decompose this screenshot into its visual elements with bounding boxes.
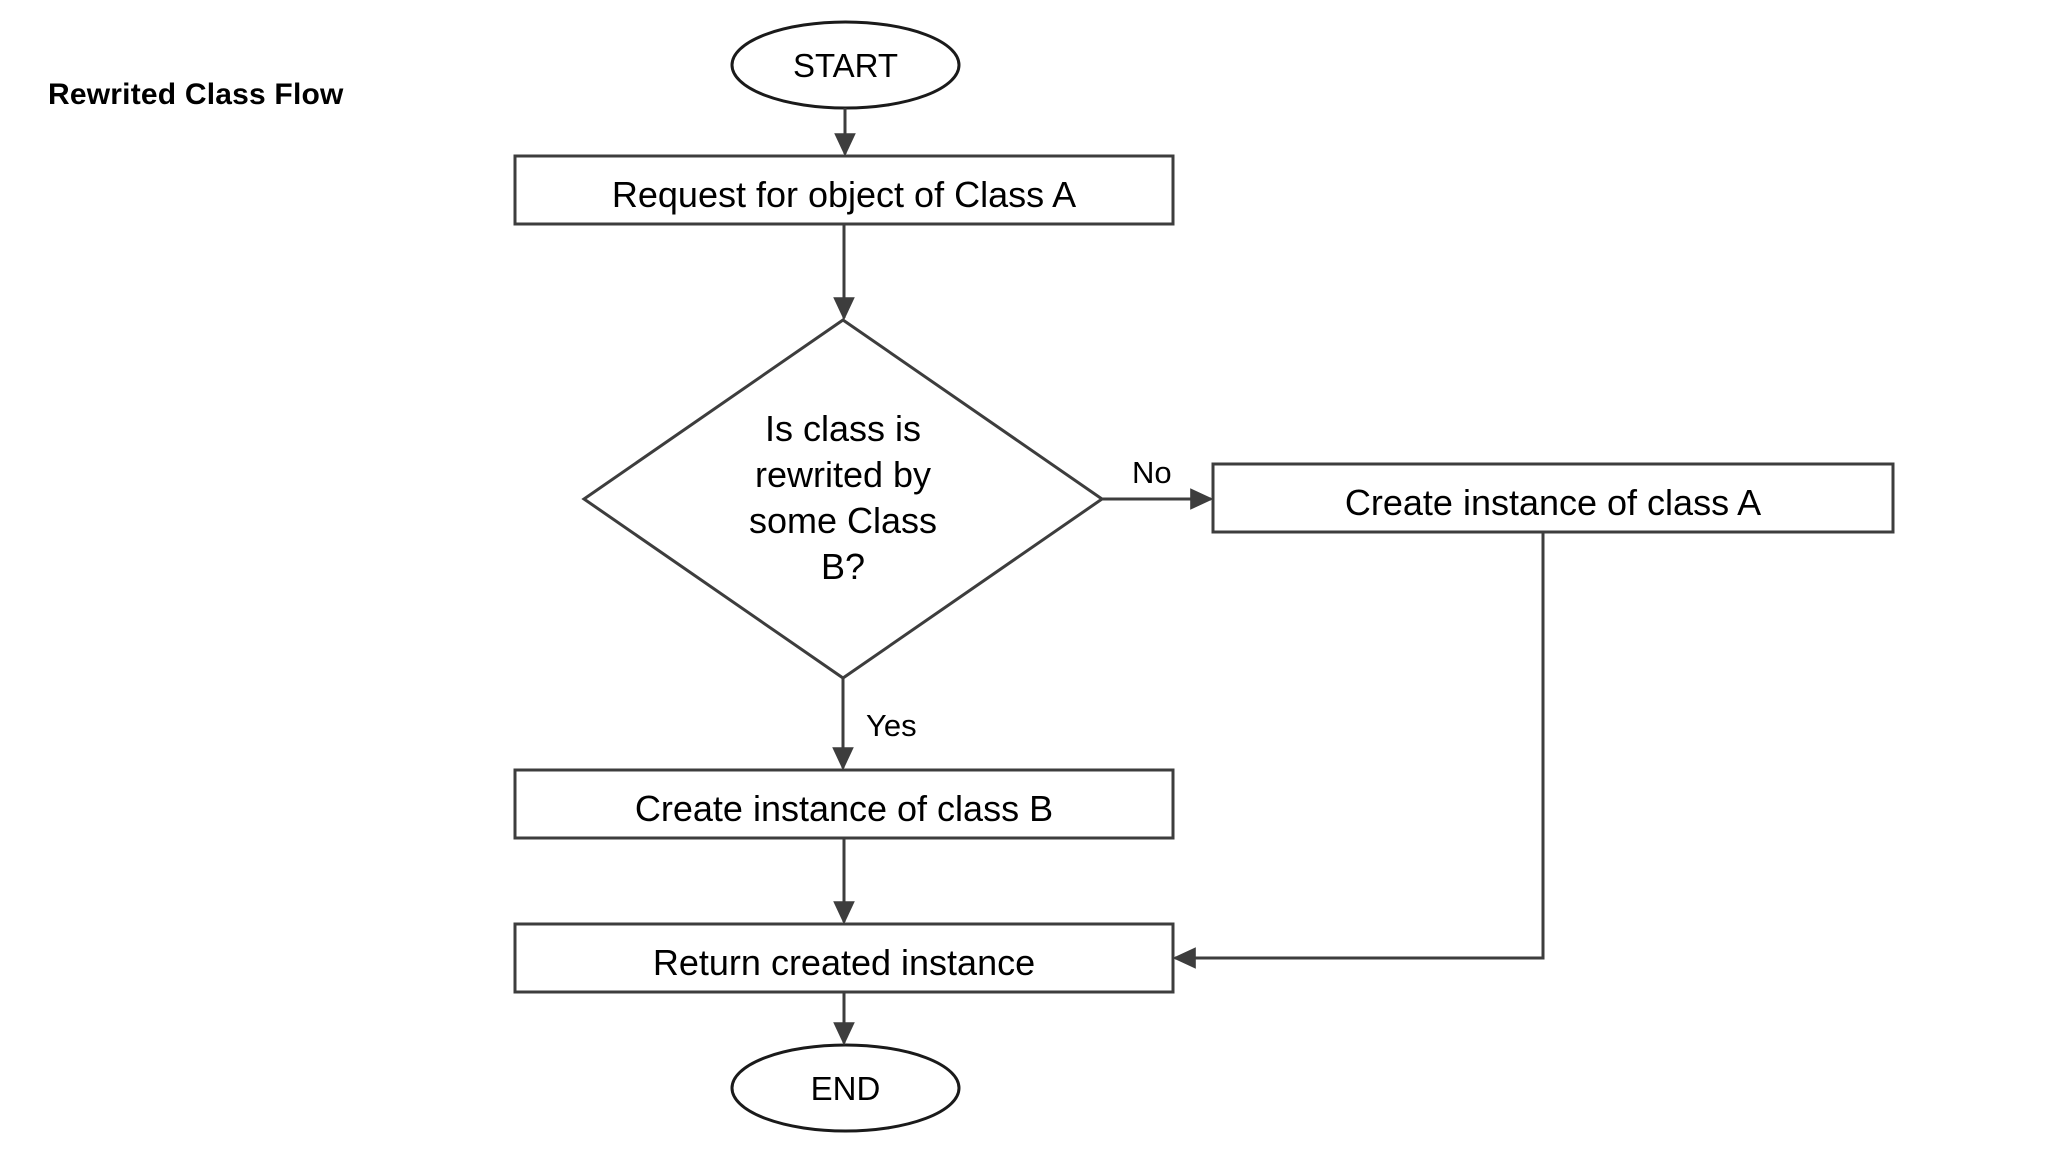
- edge-create-a-to-return: [1172, 532, 1545, 969]
- edge-label-no: No: [1132, 455, 1172, 490]
- diagram-title: Rewrited Class Flow: [48, 78, 344, 111]
- node-start-shape[interactable]: [730, 20, 961, 110]
- edge-label-yes: Yes: [866, 708, 917, 743]
- node-decision-shape[interactable]: [581, 318, 1105, 680]
- node-request-shape[interactable]: [513, 154, 1175, 226]
- node-return-shape[interactable]: [513, 922, 1175, 994]
- node-create-b-shape[interactable]: [513, 768, 1175, 840]
- node-create-a-shape[interactable]: [1211, 462, 1895, 534]
- node-end-shape[interactable]: [730, 1043, 961, 1133]
